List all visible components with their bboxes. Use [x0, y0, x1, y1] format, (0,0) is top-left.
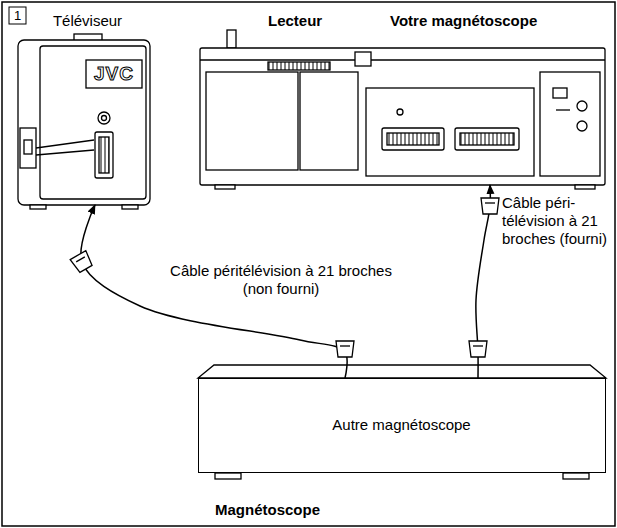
scart-plug [469, 341, 487, 357]
cable-label: Câble péri-télévision à 21 broches (four… [500, 194, 612, 248]
brand-logo: JVC [86, 61, 142, 87]
callout-box [9, 7, 26, 24]
device-name: Autre magnétoscope [332, 416, 470, 434]
device-label: Téléviseur [15, 12, 160, 30]
cable-label: Câble péritélévision à 21 broches (non f… [168, 262, 394, 298]
callout-number: 1 [9, 7, 26, 24]
other-vcr-box: Autre magnétoscopeMagnétoscope [198, 378, 606, 473]
device-label: Votre magnétoscope [390, 12, 537, 30]
device-label: Magnétoscope [215, 501, 320, 519]
device-label: Lecteur [268, 12, 322, 30]
tv-node: Téléviseur [15, 10, 160, 205]
tv-drawing [18, 34, 150, 209]
vcr-drawing [200, 30, 605, 189]
scart-plug [481, 198, 499, 214]
scart-plug [70, 251, 94, 274]
scart-plug [336, 341, 354, 357]
vcr-node: Lecteur Votre magnétoscope [198, 8, 608, 185]
other-vcr-drawing [198, 365, 606, 479]
